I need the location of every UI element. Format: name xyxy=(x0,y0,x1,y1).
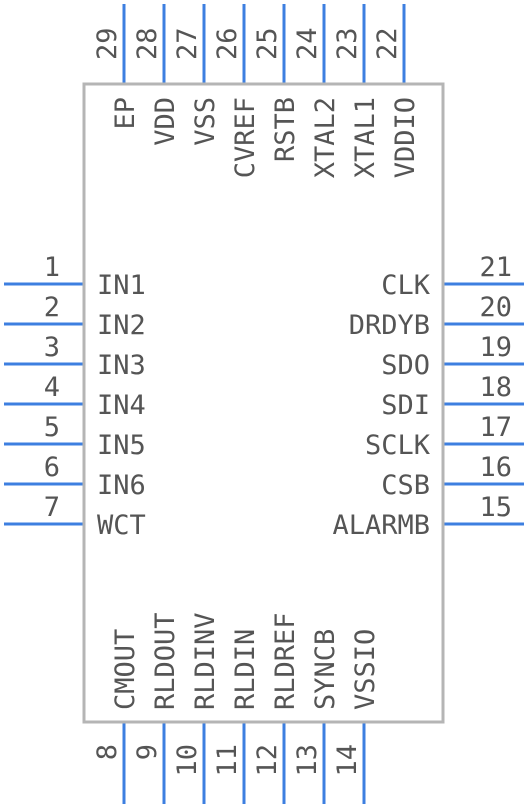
pin-number-17: 17 xyxy=(479,412,512,443)
pin-name-in2: IN2 xyxy=(97,310,146,341)
pin-name-in3: IN3 xyxy=(97,350,146,381)
pin-number-7: 7 xyxy=(44,492,60,523)
pin-name-rldinv: RLDINV xyxy=(190,612,221,710)
pin-name-in4: IN4 xyxy=(97,390,146,421)
pin-name-vss: VSS xyxy=(190,97,221,146)
pin-name-alarmb: ALARMB xyxy=(332,510,430,541)
pin-name-sclk: SCLK xyxy=(365,430,431,461)
pin-number-16: 16 xyxy=(479,452,512,483)
pin-name-wct: WCT xyxy=(97,510,146,541)
pin-number-27: 27 xyxy=(172,27,203,60)
pin-lines xyxy=(4,4,524,804)
pin-number-23: 23 xyxy=(332,27,363,60)
pin-name-rldref: RLDREF xyxy=(270,612,301,710)
pin-number-4: 4 xyxy=(44,372,60,403)
pin-name-rldout: RLDOUT xyxy=(150,612,181,710)
pin-name-xtal1: XTAL1 xyxy=(350,97,381,178)
pin-name-xtal2: XTAL2 xyxy=(310,97,341,178)
pin-number-5: 5 xyxy=(44,412,60,443)
pin-number-25: 25 xyxy=(252,27,283,60)
pin-number-8: 8 xyxy=(92,744,123,760)
pin-name-in5: IN5 xyxy=(97,430,146,461)
pin-number-6: 6 xyxy=(44,452,60,483)
pin-name-in1: IN1 xyxy=(97,270,146,301)
pin-name-csb: CSB xyxy=(381,470,430,501)
pin-number-29: 29 xyxy=(92,27,123,60)
pin-number-20: 20 xyxy=(479,292,512,323)
pin-number-15: 15 xyxy=(479,492,512,523)
pin-number-9: 9 xyxy=(132,744,163,760)
pin-number-2: 2 xyxy=(44,292,60,323)
pin-number-1: 1 xyxy=(44,252,60,283)
pin-number-28: 28 xyxy=(132,27,163,60)
pin-name-rldin: RLDIN xyxy=(230,629,261,710)
pin-name-sdo: SDO xyxy=(381,350,430,381)
ic-body xyxy=(82,82,445,724)
pin-number-21: 21 xyxy=(479,252,512,283)
pin-name-vddio: VDDIO xyxy=(390,97,421,178)
pin-name-vssio: VSSIO xyxy=(350,629,381,710)
pin-name-cvref: CVREF xyxy=(230,97,261,178)
pin-number-13: 13 xyxy=(292,744,323,777)
pin-name-drdyb: DRDYB xyxy=(349,310,430,341)
pin-number-3: 3 xyxy=(44,332,60,363)
pin-number-22: 22 xyxy=(372,27,403,60)
pin-number-12: 12 xyxy=(252,744,283,777)
pin-number-11: 11 xyxy=(212,744,243,777)
pin-name-clk: CLK xyxy=(381,270,431,301)
pin-name-rstb: RSTB xyxy=(270,97,301,162)
pin-name-ep: EP xyxy=(110,97,141,130)
pin-number-10: 10 xyxy=(172,744,203,777)
pin-name-sdi: SDI xyxy=(381,390,430,421)
pin-number-18: 18 xyxy=(479,372,512,403)
pin-name-syncb: SYNCB xyxy=(310,629,341,710)
pin-number-26: 26 xyxy=(212,27,243,60)
pin-name-in6: IN6 xyxy=(97,470,146,501)
pin-name-cmout: CMOUT xyxy=(110,629,141,710)
pin-number-24: 24 xyxy=(292,27,323,60)
pin-name-vdd: VDD xyxy=(150,97,181,146)
pin-number-14: 14 xyxy=(332,744,363,777)
pin-number-19: 19 xyxy=(479,332,512,363)
